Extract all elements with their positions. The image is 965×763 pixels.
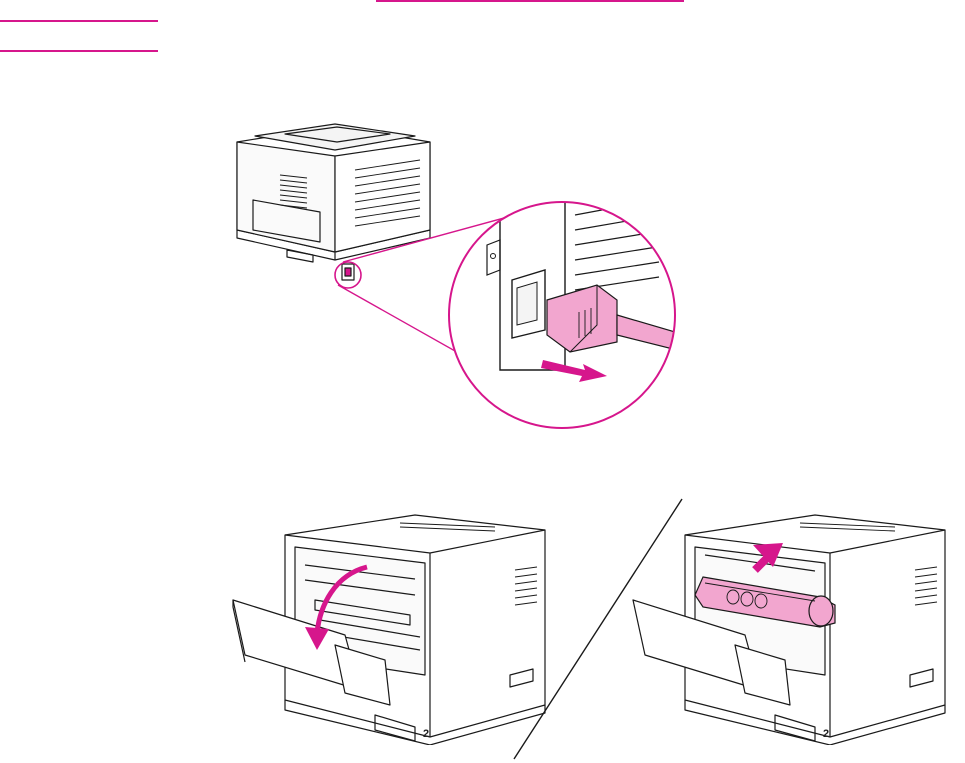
header-rule-left-2: [0, 50, 158, 52]
door-open-step-label: 2: [423, 728, 429, 740]
header-rule-left-1: [0, 20, 158, 22]
toner-remove-step-label: 2: [823, 728, 829, 740]
power-cord-figure: [225, 120, 695, 430]
toner-remove-figure: 2: [625, 505, 965, 745]
header-rule-top: [376, 0, 684, 2]
